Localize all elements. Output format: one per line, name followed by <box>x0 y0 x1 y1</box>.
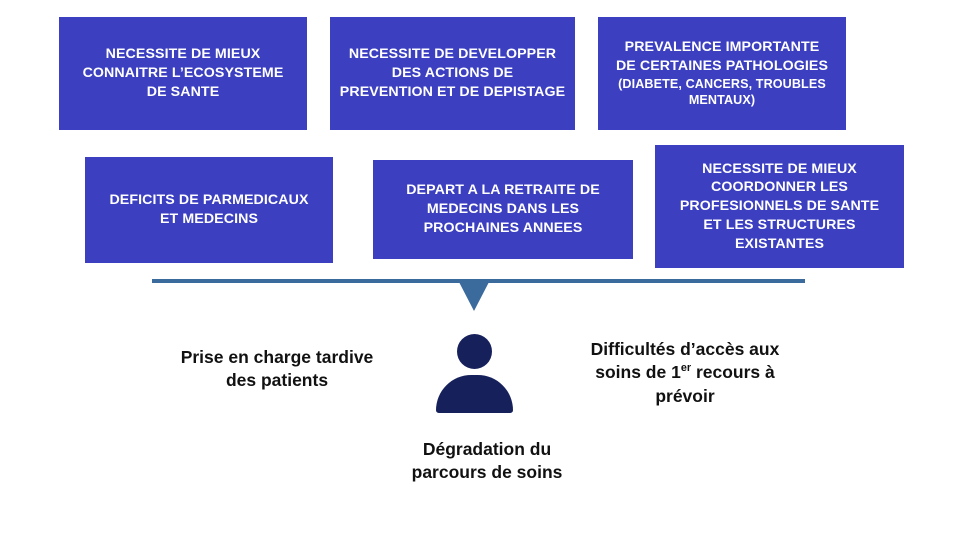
factor-box-deficits-text: DEFICITS DE PARMEDICAUX ET MEDECINS <box>93 191 325 228</box>
factor-line: ET MEDECINS <box>159 211 259 227</box>
caption-line: Dégradation du <box>422 439 552 459</box>
factor-line: DE CERTAINES PATHOLOGIES <box>615 57 829 74</box>
person-icon-body <box>436 375 513 413</box>
factor-line: NECESSITE DE DEVELOPPER <box>348 46 557 63</box>
factor-line: DEPART A LA RETRAITE DE <box>406 182 600 199</box>
arrow-down-icon <box>459 282 489 311</box>
factor-line: PROFESIONNELS DE SANTE <box>679 198 880 215</box>
factor-line: MEDECINS DANS LES <box>426 201 580 218</box>
person-icon <box>436 334 513 413</box>
factor-line: MENTAUX) <box>688 93 756 108</box>
factor-box-coordination-text: NECESSITE DE MIEUX COORDONNER LES PROFES… <box>663 160 896 254</box>
caption-difficultes-acces-soins: Difficultés d’accès aux soins de 1er rec… <box>554 338 816 408</box>
factor-line: PROCHAINES ANNEES <box>423 219 583 236</box>
person-icon-head <box>457 334 492 369</box>
factor-line: NECESSITE DE MIEUX <box>105 46 261 63</box>
caption-line: prévoir <box>655 385 715 406</box>
caption-degradation-parcours-soins: Dégradation du parcours de soins <box>364 438 610 485</box>
caption-line: parcours de soins <box>411 462 563 483</box>
factor-box-ecosysteme-text: NECESSITE DE MIEUX CONNAITRE L’ECOSYSTEM… <box>67 45 299 101</box>
ordinal-suffix: er <box>680 362 692 375</box>
factor-line: ET LES STRUCTURES <box>703 216 856 233</box>
factor-line: (DIABETE, CANCERS, TROUBLES <box>618 76 826 91</box>
caption-line: soins de 1er recours à <box>554 361 816 384</box>
factor-box-retraite-text: DEPART A LA RETRAITE DE MEDECINS DANS LE… <box>381 181 625 237</box>
factor-box-deficits[interactable]: DEFICITS DE PARMEDICAUX ET MEDECINS <box>85 157 333 263</box>
factor-line: PREVALENCE IMPORTANTE <box>624 39 820 56</box>
factor-line: DES ACTIONS DE <box>391 65 514 82</box>
factor-line: EXISTANTES <box>734 235 825 252</box>
caption-line: Difficultés d’accès aux <box>590 339 780 359</box>
factor-box-ecosysteme[interactable]: NECESSITE DE MIEUX CONNAITRE L’ECOSYSTEM… <box>59 17 307 130</box>
factor-line: DE SANTE <box>146 83 220 100</box>
factor-box-prevention-text: NECESSITE DE DEVELOPPER DES ACTIONS DE P… <box>338 45 567 101</box>
caption-line: Prise en charge tardive <box>180 347 374 367</box>
caption-prise-en-charge-tardive: Prise en charge tardive des patients <box>142 346 412 393</box>
caption-line: des patients <box>225 370 329 391</box>
factor-line: NECESSITE DE MIEUX <box>702 160 857 177</box>
factor-line: DEFICITS DE PARMEDICAUX <box>109 192 309 209</box>
factor-box-prevention[interactable]: NECESSITE DE DEVELOPPER DES ACTIONS DE P… <box>330 17 575 130</box>
factor-box-prevalence[interactable]: PREVALENCE IMPORTANTE DE CERTAINES PATHO… <box>598 17 846 130</box>
caption-line-part: recours à <box>691 362 775 383</box>
factor-line: PREVENTION ET DE DEPISTAGE <box>339 83 566 100</box>
factor-box-retraite[interactable]: DEPART A LA RETRAITE DE MEDECINS DANS LE… <box>373 160 633 259</box>
factor-line: CONNAITRE L’ECOSYSTEME <box>82 65 284 82</box>
caption-line-part: soins de 1 <box>595 362 681 383</box>
factor-box-coordination[interactable]: NECESSITE DE MIEUX COORDONNER LES PROFES… <box>655 145 904 268</box>
factor-box-prevalence-text: PREVALENCE IMPORTANTE DE CERTAINES PATHO… <box>606 38 838 109</box>
connector-line <box>152 279 805 283</box>
factor-line: COORDONNER LES <box>711 179 848 196</box>
